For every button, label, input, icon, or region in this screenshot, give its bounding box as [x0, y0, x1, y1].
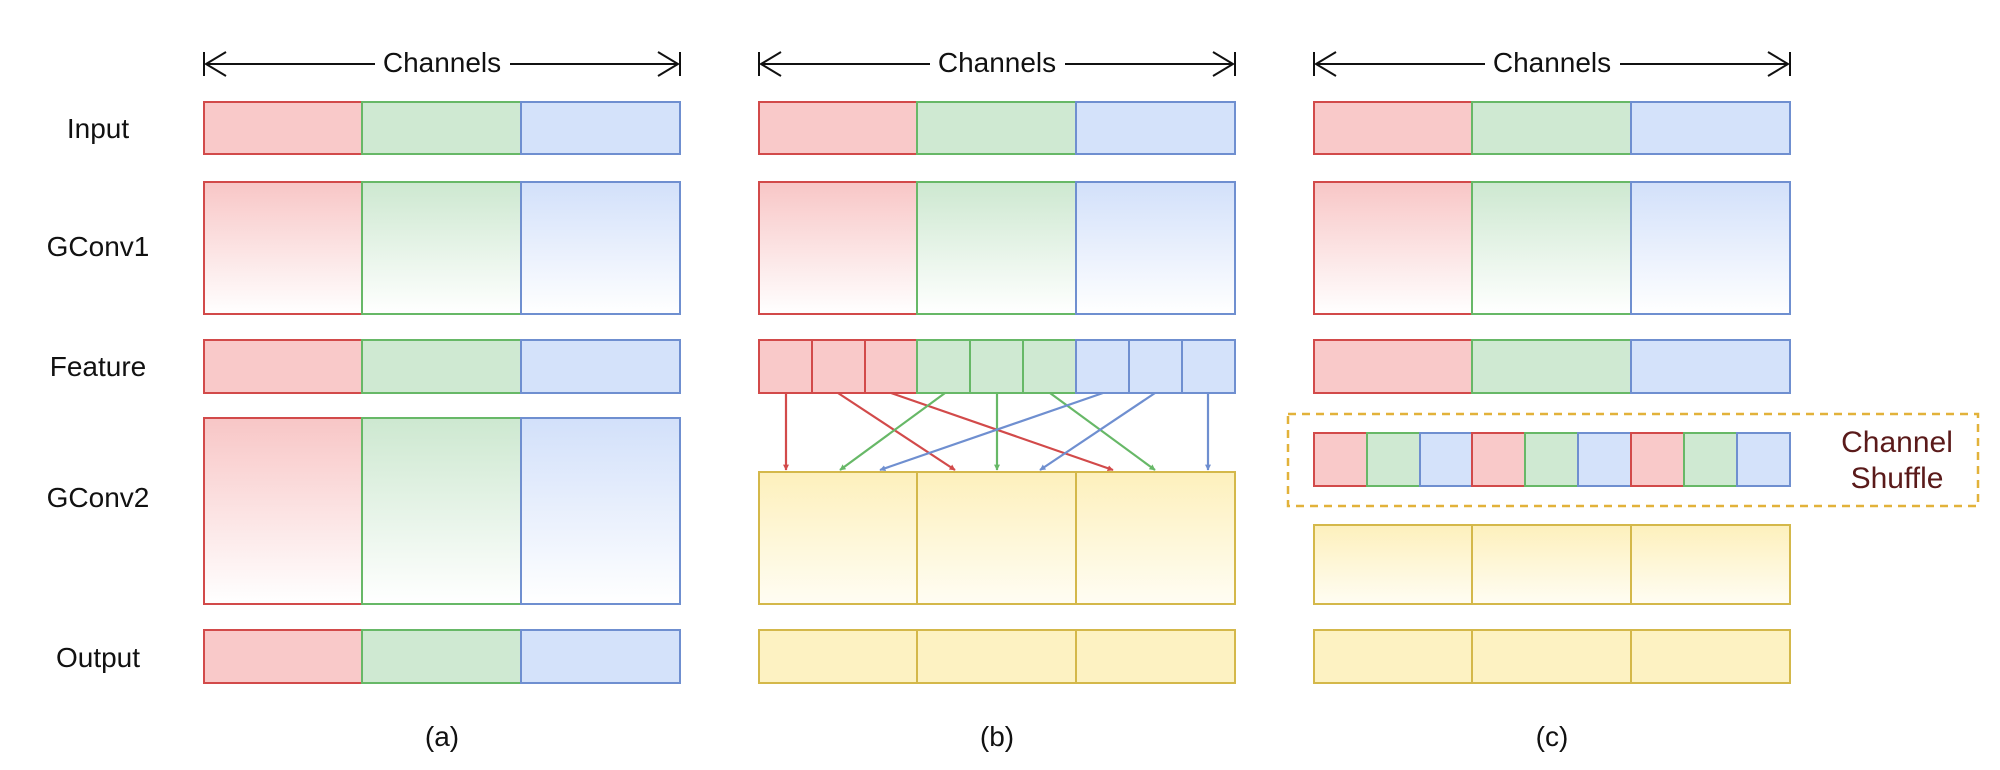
feature-subchannel-blue-1 — [1075, 339, 1130, 394]
feature-group-green — [1471, 339, 1632, 394]
panel-c: Channel Shuffle (c) — [1286, 101, 1980, 752]
input-group-red — [758, 101, 918, 155]
panel-label-c: (c) — [1536, 721, 1569, 752]
channels-axis-a: Channels — [203, 47, 681, 78]
output-group-2 — [916, 629, 1077, 684]
row-label-gconv2: GConv2 — [47, 482, 150, 513]
output-group-1 — [758, 629, 918, 684]
channel-shuffle-label-line2: Shuffle — [1851, 462, 1944, 495]
channels-axis-c: Channels — [1313, 47, 1791, 78]
panel-label-a: (a) — [425, 721, 459, 752]
input-group-blue — [1630, 101, 1791, 155]
feature-subchannel-green-1 — [916, 339, 971, 394]
gconv2-group-3 — [1075, 471, 1236, 605]
feature-subchannel-green-2 — [969, 339, 1024, 394]
output-group-3 — [1630, 629, 1791, 684]
shuffled-channel-green-2 — [1524, 432, 1579, 487]
shuffle-arrows — [783, 391, 1211, 472]
feature-subchannel-red-3 — [864, 339, 918, 394]
gconv1-group-red — [758, 181, 918, 315]
feature-subchannel-red-2 — [811, 339, 866, 394]
shuffled-channel-blue-3 — [1736, 432, 1791, 487]
shuffled-channel-green-1 — [1366, 432, 1421, 487]
arrow-red-2 — [837, 392, 956, 471]
gconv1-group-green — [1471, 181, 1632, 315]
gconv2-group-blue — [520, 417, 681, 605]
gconv1-group-green — [361, 181, 522, 315]
input-group-green — [1471, 101, 1632, 155]
channel-shuffle-box — [1286, 412, 1980, 508]
row-label-output: Output — [56, 642, 140, 673]
arrow-blue-1 — [879, 391, 1104, 472]
feature-group-blue — [1630, 339, 1791, 394]
panel-a: (a) — [203, 101, 681, 752]
output-group-2 — [1471, 629, 1632, 684]
output-group-red — [203, 629, 363, 684]
channel-shuffle-label-line1: Channel — [1841, 426, 1953, 459]
feature-group-green — [361, 339, 522, 394]
shuffled-channel-green-3 — [1683, 432, 1738, 487]
input-group-blue — [520, 101, 681, 155]
arrow-blue-2 — [1039, 392, 1156, 471]
gconv1-group-red — [1313, 181, 1473, 315]
feature-subchannel-blue-2 — [1128, 339, 1183, 394]
gconv1-group-blue — [1630, 181, 1791, 315]
feature-group-red — [1313, 339, 1473, 394]
feature-subchannel-blue-3 — [1181, 339, 1236, 394]
channels-label-b: Channels — [938, 47, 1056, 78]
gconv2-group-1 — [758, 471, 918, 605]
gconv2-group-2 — [1471, 524, 1632, 605]
output-group-green — [361, 629, 522, 684]
arrow-green-1 — [839, 392, 946, 471]
feature-subchannel-red-1 — [758, 339, 813, 394]
gconv2-group-1 — [1313, 524, 1473, 605]
row-label-gconv1: GConv1 — [47, 231, 150, 262]
arrow-red-3 — [890, 391, 1114, 472]
output-group-blue — [520, 629, 681, 684]
panel-label-b: (b) — [980, 721, 1014, 752]
input-group-green — [361, 101, 522, 155]
gconv2-group-red — [203, 417, 363, 605]
row-label-feature: Feature — [50, 351, 147, 382]
shuffled-channel-blue-2 — [1577, 432, 1632, 487]
gconv1-group-blue — [520, 181, 681, 315]
shuffled-channel-red-2 — [1471, 432, 1526, 487]
gconv2-group-green — [361, 417, 522, 605]
channels-label-c: Channels — [1493, 47, 1611, 78]
output-group-3 — [1075, 629, 1236, 684]
row-label-input: Input — [67, 113, 129, 144]
feature-subchannel-green-3 — [1022, 339, 1077, 394]
gconv2-group-2 — [916, 471, 1077, 605]
gconv1-group-red — [203, 181, 363, 315]
gconv1-group-blue — [1075, 181, 1236, 315]
feature-group-red — [203, 339, 363, 394]
input-group-green — [916, 101, 1077, 155]
gconv2-group-3 — [1630, 524, 1791, 605]
output-group-1 — [1313, 629, 1473, 684]
gconv1-group-green — [916, 181, 1077, 315]
panel-b: (b) — [758, 101, 1236, 752]
feature-group-blue — [520, 339, 681, 394]
input-group-red — [1313, 101, 1473, 155]
shuffled-channel-red-3 — [1630, 432, 1685, 487]
channels-axis-b: Channels — [758, 47, 1236, 78]
input-group-blue — [1075, 101, 1236, 155]
channels-label-a: Channels — [383, 47, 501, 78]
shuffled-channel-blue-1 — [1419, 432, 1473, 487]
shuffled-channel-red-1 — [1313, 432, 1368, 487]
input-group-red — [203, 101, 363, 155]
